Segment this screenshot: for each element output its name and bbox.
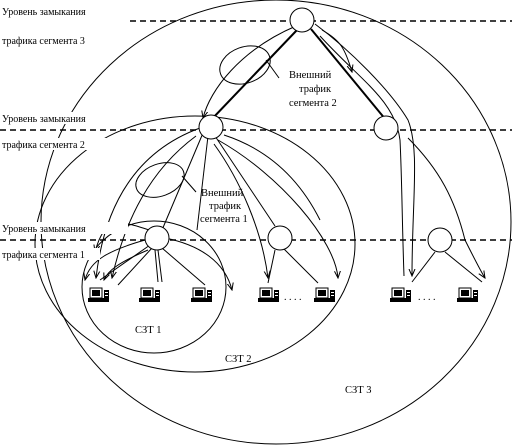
workstation-icon: [190, 287, 213, 303]
svg-text:сегмента 1: сегмента 1: [200, 214, 248, 225]
level2-label-line1: Уровень замыкания: [2, 114, 86, 125]
workstation-icon: [87, 287, 110, 303]
szt2-region: [34, 115, 356, 373]
switch-node-level2-right: [373, 115, 399, 141]
svg-text:Внешний: Внешний: [289, 70, 332, 81]
svg-text:сегмента 2: сегмента 2: [289, 98, 337, 109]
external-traffic-ellipse-1: [135, 162, 185, 198]
level3-label-line2: трафика сегмента 3: [2, 36, 85, 47]
level3-label-line1: Уровень замыкания: [2, 7, 86, 18]
workstation-icon: [313, 287, 336, 303]
switch-node-level1-c: [427, 227, 453, 253]
level1-label-line2: трафика сегмента 1: [2, 250, 85, 261]
workstation-icon: [257, 287, 280, 303]
switch-node-level3: [289, 7, 315, 33]
switch-node-level1-a: [144, 225, 170, 251]
thin-links: [99, 132, 483, 286]
level-labels: Уровень замыкания трафика сегмента 3 Уро…: [0, 3, 128, 261]
level1-label-line1: Уровень замыкания: [2, 224, 86, 235]
szt3-label: СЗТ 3: [345, 385, 372, 396]
workstation-icon: [389, 287, 412, 303]
more-workstations-ellipsis-1: . . . .: [284, 292, 302, 303]
svg-text:трафик: трафик: [299, 84, 332, 95]
szt1-region: [81, 220, 227, 354]
traffic-curves: [85, 23, 485, 290]
external-traffic-ellipse-2: [219, 45, 271, 85]
external-traffic-pointer-2: [265, 59, 280, 79]
svg-text:трафик: трафик: [209, 201, 242, 212]
switch-node-level2-left: [198, 114, 224, 140]
workstation-icon: [456, 287, 479, 303]
backbone-link-left: [210, 29, 298, 121]
external-traffic-pointer-1: [181, 175, 197, 193]
switch-nodes: [144, 7, 453, 253]
szt1-label: СЗТ 1: [135, 325, 162, 336]
external-traffic-1-label: Внешний трафик сегмента 1: [200, 188, 248, 225]
external-traffic-2-label: Внешний трафик сегмента 2: [289, 70, 337, 109]
szt2-label: СЗТ 2: [225, 354, 252, 365]
level2-label-line2: трафика сегмента 2: [2, 140, 85, 151]
backbone-link-right: [310, 28, 387, 121]
switch-node-level1-b: [267, 225, 293, 251]
workstation-icon: [138, 287, 161, 303]
more-workstations-ellipsis-2: . . . .: [418, 292, 436, 303]
svg-text:Внешний: Внешний: [201, 188, 244, 199]
